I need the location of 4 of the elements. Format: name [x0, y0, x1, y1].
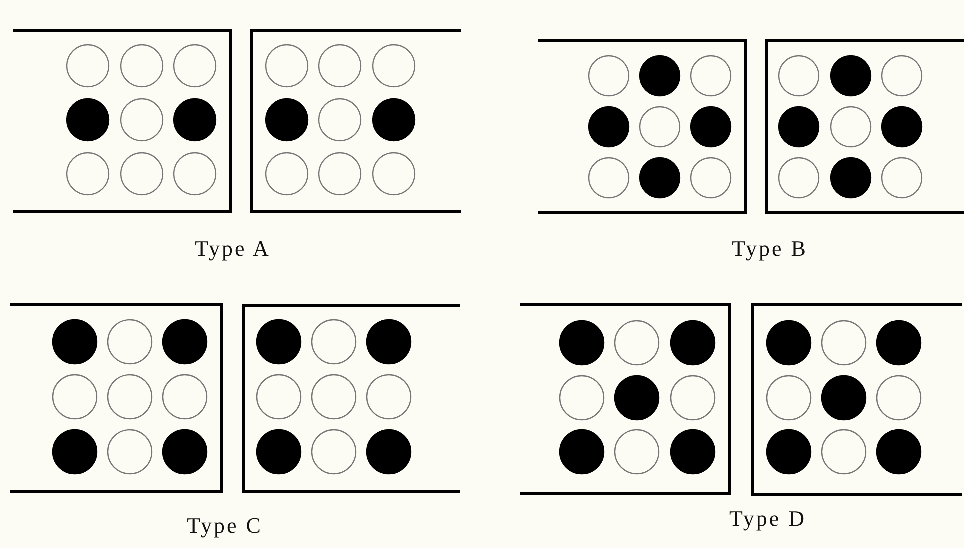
type-label: Type D [729, 508, 807, 530]
type-label: Type C [187, 515, 263, 537]
type-label: Type B [732, 238, 808, 260]
type-label: Type A [195, 238, 271, 260]
